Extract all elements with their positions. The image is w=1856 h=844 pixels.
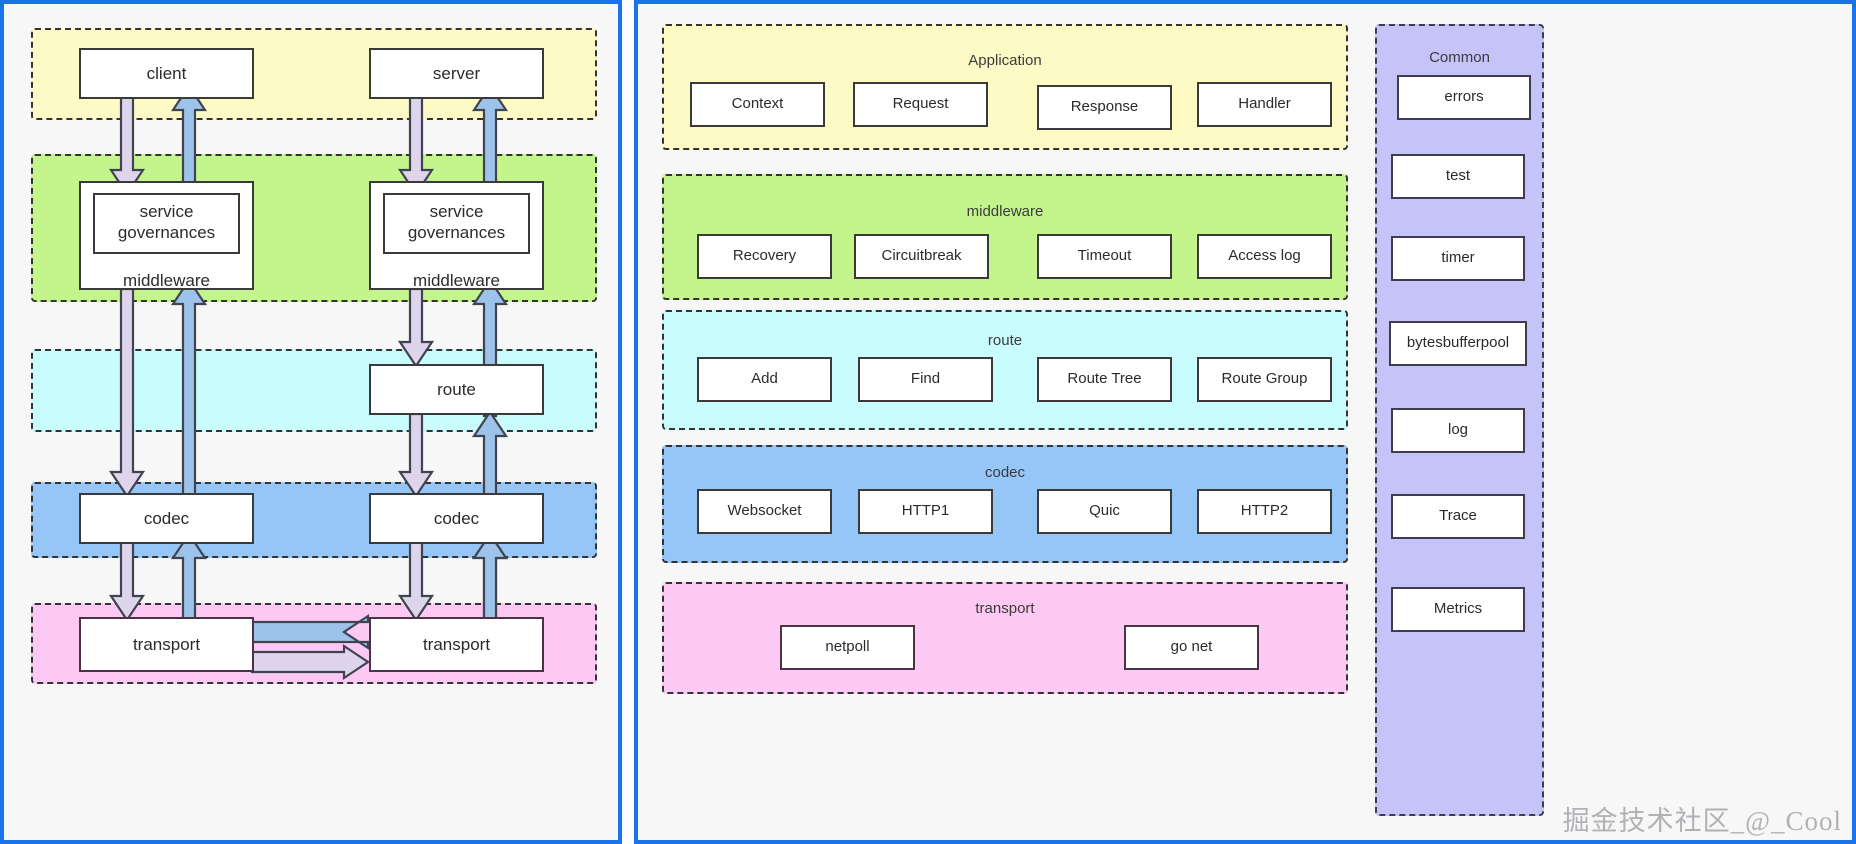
layer-codec-title: codec [984,464,1026,481]
module-recovery-label: Recovery [732,247,797,265]
module-netpoll[interactable]: netpoll [780,625,915,670]
node-client-transport[interactable]: transport [79,617,254,672]
module-http2[interactable]: HTTP2 [1197,489,1332,534]
layer-route: route Add Find Route Tree Route Group [662,310,1348,430]
node-server-middleware-label: middleware [413,270,500,290]
common-timer-label: timer [1441,249,1475,267]
layer-middleware-title: middleware [966,203,1044,220]
module-context-label: Context [731,95,784,113]
module-http1-label: HTTP1 [901,502,950,520]
module-http2-label: HTTP2 [1240,502,1289,520]
common-bytesbufferpool[interactable]: bytesbufferpool [1389,321,1527,366]
common-errors[interactable]: errors [1397,75,1531,120]
node-route-label: route [437,379,476,399]
module-access-log[interactable]: Access log [1197,234,1332,279]
node-client-middleware-label: middleware [123,270,210,290]
node-server-governance-stack[interactable]: service governances middleware [369,181,544,290]
node-client-governance-label: service governances [93,193,240,254]
common-timer[interactable]: timer [1391,236,1525,281]
module-quic[interactable]: Quic [1037,489,1172,534]
node-server-transport-label: transport [422,634,491,654]
module-websocket[interactable]: Websocket [697,489,832,534]
module-request[interactable]: Request [853,82,988,127]
common-log-label: log [1447,421,1469,439]
layer-middleware: middleware Recovery Circuitbreak Timeout… [662,174,1348,300]
node-server-transport[interactable]: transport [369,617,544,672]
module-response-label: Response [1070,98,1139,116]
module-timeout[interactable]: Timeout [1037,234,1172,279]
module-route-tree[interactable]: Route Tree [1037,357,1172,402]
node-server[interactable]: server [369,48,544,99]
module-circuitbreak[interactable]: Circuitbreak [854,234,989,279]
module-go-net[interactable]: go net [1124,625,1259,670]
module-add-label: Add [751,370,778,388]
common-bytesbufferpool-label: bytesbufferpool [1406,334,1510,352]
layer-common-title: Common [1429,49,1490,66]
layer-application-title: Application [968,52,1042,69]
layer-transport: transport netpoll go net [662,582,1348,694]
node-server-governance-label: service governances [383,193,530,254]
node-client[interactable]: client [79,48,254,99]
module-handler[interactable]: Handler [1197,82,1332,127]
module-response[interactable]: Response [1037,85,1172,130]
layer-common: Common errors test timer bytesbufferpool… [1375,24,1544,816]
node-server-codec[interactable]: codec [369,493,544,544]
common-errors-label: errors [1444,88,1484,106]
common-log[interactable]: log [1391,408,1525,453]
node-client-codec-label: codec [143,508,190,528]
module-websocket-label: Websocket [727,502,802,520]
module-go-net-label: go net [1170,638,1213,656]
common-test[interactable]: test [1391,154,1525,199]
layer-codec: codec Websocket HTTP1 Quic HTTP2 [662,445,1348,563]
layer-application: Application Context Request Response Han… [662,24,1348,150]
node-route[interactable]: route [369,364,544,415]
common-trace[interactable]: Trace [1391,494,1525,539]
node-client-transport-label: transport [132,634,201,654]
common-test-label: test [1445,167,1471,185]
module-recovery[interactable]: Recovery [697,234,832,279]
module-access-log-label: Access log [1228,247,1301,265]
common-trace-label: Trace [1439,507,1477,525]
module-find-label: Find [910,370,941,388]
module-handler-label: Handler [1238,95,1291,113]
module-request-label: Request [892,95,949,113]
layer-route-title: route [987,332,1023,349]
module-route-group-label: Route Group [1221,370,1308,388]
node-server-label: server [432,63,481,83]
layer-transport-title: transport [975,600,1035,617]
watermark: 掘金技术社区_@_Cool [1562,806,1842,836]
module-http1[interactable]: HTTP1 [858,489,993,534]
module-timeout-label: Timeout [1077,247,1132,265]
common-metrics-label: Metrics [1433,600,1483,618]
node-client-codec[interactable]: codec [79,493,254,544]
module-find[interactable]: Find [858,357,993,402]
node-server-codec-label: codec [433,508,480,528]
right-panel: Application Context Request Response Han… [634,0,1856,844]
module-context[interactable]: Context [690,82,825,127]
common-metrics[interactable]: Metrics [1391,587,1525,632]
left-panel: .dn { fill:#ded4ec; stroke:#3f4450; stro… [0,0,622,844]
module-quic-label: Quic [1089,502,1120,520]
module-add[interactable]: Add [697,357,832,402]
node-client-label: client [146,63,187,83]
node-client-governance-stack[interactable]: service governances middleware [79,181,254,290]
module-route-group[interactable]: Route Group [1197,357,1332,402]
module-netpoll-label: netpoll [825,638,870,656]
module-circuitbreak-label: Circuitbreak [881,247,962,265]
module-route-tree-label: Route Tree [1067,370,1142,388]
